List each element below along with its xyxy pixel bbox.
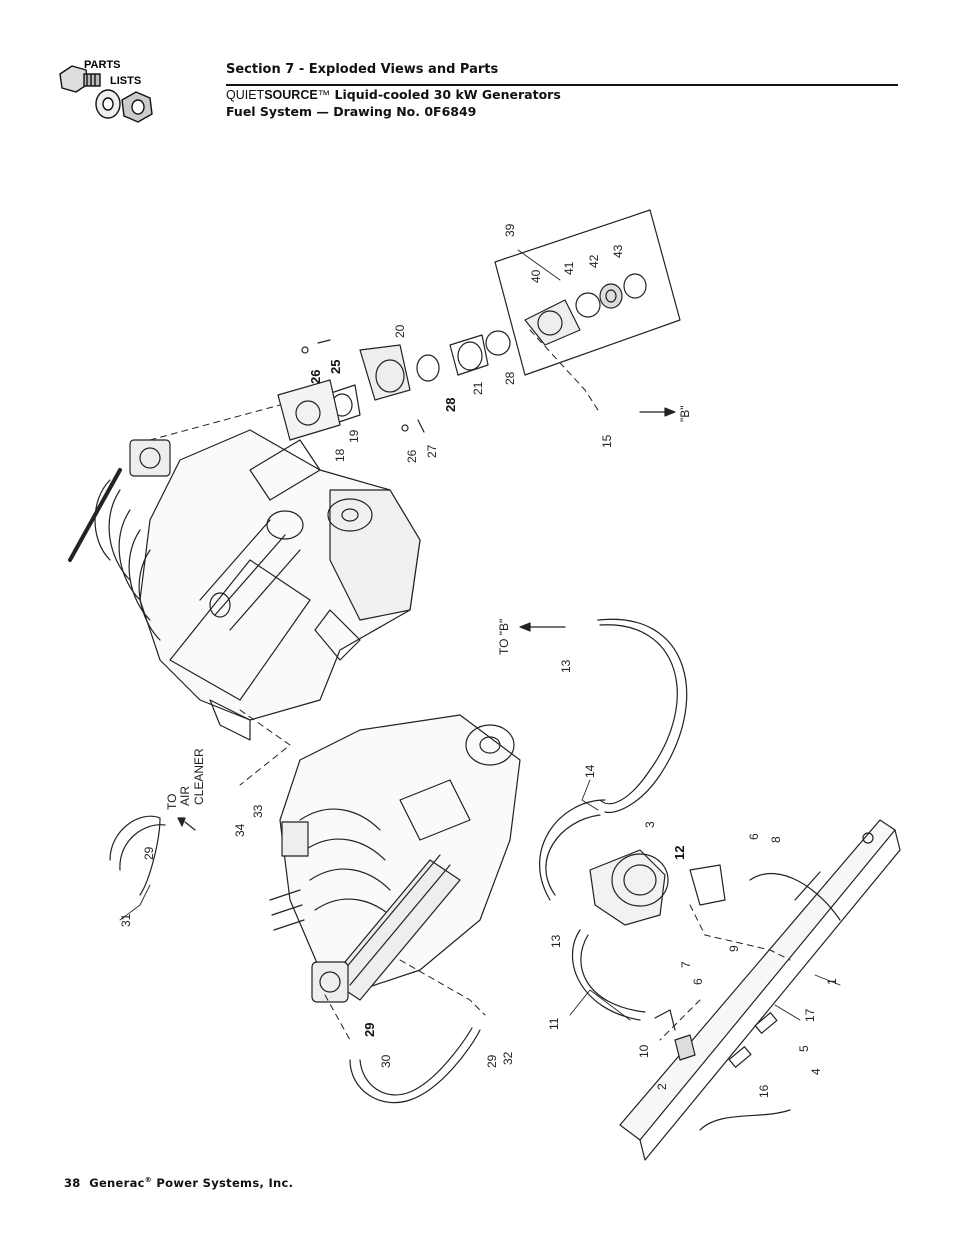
callout-31: 31 — [119, 913, 133, 927]
callout-labels: 1 2 3 4 5 6 6 7 8 9 10 11 12 13 13 14 15… — [119, 223, 839, 1098]
flow-arrows — [177, 407, 676, 831]
header-rule — [226, 84, 898, 86]
note-to: TO — [165, 794, 179, 810]
callout-9: 9 — [727, 945, 741, 952]
page-footer: 38 Generac® Power Systems, Inc. — [64, 1176, 293, 1190]
callout-32: 32 — [501, 1051, 515, 1065]
note-b: "B" — [678, 405, 692, 422]
parts-lists-logo: PARTS LISTS — [59, 59, 153, 123]
throttle-body-parts — [277, 339, 425, 441]
callout-17: 17 — [803, 1008, 817, 1022]
callout-1: 1 — [825, 978, 839, 985]
callout-8: 8 — [769, 836, 783, 843]
drawing-title: Fuel System — Drawing No. 0F6849 — [226, 104, 477, 119]
upper-engine-illustration — [68, 429, 421, 741]
callout-33: 33 — [251, 804, 265, 818]
callout-26-lower: 26 — [405, 449, 419, 463]
callout-20: 20 — [393, 324, 407, 338]
callout-13-lower: 13 — [549, 934, 563, 948]
callout-40: 40 — [529, 269, 543, 283]
callout-29-left: 29 — [142, 846, 156, 860]
callout-27: 27 — [425, 444, 439, 458]
callout-18: 18 — [333, 448, 347, 462]
throttle-unit-assembly — [589, 849, 726, 1061]
trademark: ™ — [317, 88, 331, 102]
note-air: AIR — [178, 786, 192, 806]
callout-3: 3 — [643, 821, 657, 828]
lower-engine-illustration — [269, 714, 521, 1003]
callout-13-upper: 13 — [559, 659, 573, 673]
callout-34: 34 — [233, 823, 247, 837]
brand-prefix: QUIET — [226, 88, 265, 102]
callout-4: 4 — [809, 1068, 823, 1075]
product-name: Liquid-cooled 30 kW Generators — [330, 87, 561, 102]
footer-company: Generac — [89, 1176, 145, 1190]
footer-registered-mark: ® — [144, 1176, 153, 1185]
callout-42: 42 — [587, 254, 601, 268]
logo-text-parts: PARTS — [84, 59, 120, 71]
assembly-39-frame — [494, 209, 681, 376]
callout-12: 12 — [672, 846, 687, 860]
callout-26-upper: 26 — [308, 370, 323, 384]
callout-43: 43 — [611, 244, 625, 258]
callout-6-lower: 6 — [691, 978, 705, 985]
callout-15: 15 — [600, 434, 614, 448]
frame-rail-illustration — [619, 819, 901, 1161]
callout-28-lower: 28 — [503, 371, 517, 385]
fuel-hoses — [109, 618, 688, 1104]
footer-company-rest: Power Systems, Inc. — [152, 1176, 294, 1190]
nut-bolt-washer-icon — [59, 65, 153, 123]
brand-suffix: SOURCE — [264, 88, 318, 102]
callout-2: 2 — [655, 1083, 669, 1090]
page-header: Section 7 - Exploded Views and Parts QUI… — [226, 62, 898, 119]
callout-41: 41 — [562, 261, 576, 275]
callout-25: 25 — [328, 360, 343, 374]
callout-19: 19 — [347, 429, 361, 443]
callout-21: 21 — [471, 381, 485, 395]
note-to-b: TO "B" — [497, 619, 511, 655]
dashed-leaders — [149, 329, 791, 1041]
callout-16: 16 — [757, 1084, 771, 1098]
callout-leaders — [119, 249, 841, 1021]
section-title: Section 7 - Exploded Views and Parts — [226, 62, 499, 77]
callout-39: 39 — [503, 223, 517, 237]
callout-29-middle: 29 — [362, 1023, 377, 1037]
callout-10: 10 — [637, 1044, 651, 1058]
callout-5: 5 — [797, 1045, 811, 1052]
mixer-parts — [416, 273, 647, 382]
product-title: QUIETSOURCE™ Liquid-cooled 30 kW Generat… — [226, 87, 561, 102]
note-cleaner: CLEANER — [192, 748, 206, 805]
callout-30: 30 — [379, 1054, 393, 1068]
logo-text-lists: LISTS — [110, 75, 141, 87]
page-number: 38 — [64, 1176, 81, 1190]
callout-7: 7 — [679, 961, 693, 968]
callout-14: 14 — [583, 764, 597, 778]
callout-11: 11 — [547, 1017, 561, 1030]
callout-6-upper: 6 — [747, 833, 761, 840]
callout-28-upper: 28 — [443, 398, 458, 412]
callout-29-right: 29 — [485, 1054, 499, 1068]
